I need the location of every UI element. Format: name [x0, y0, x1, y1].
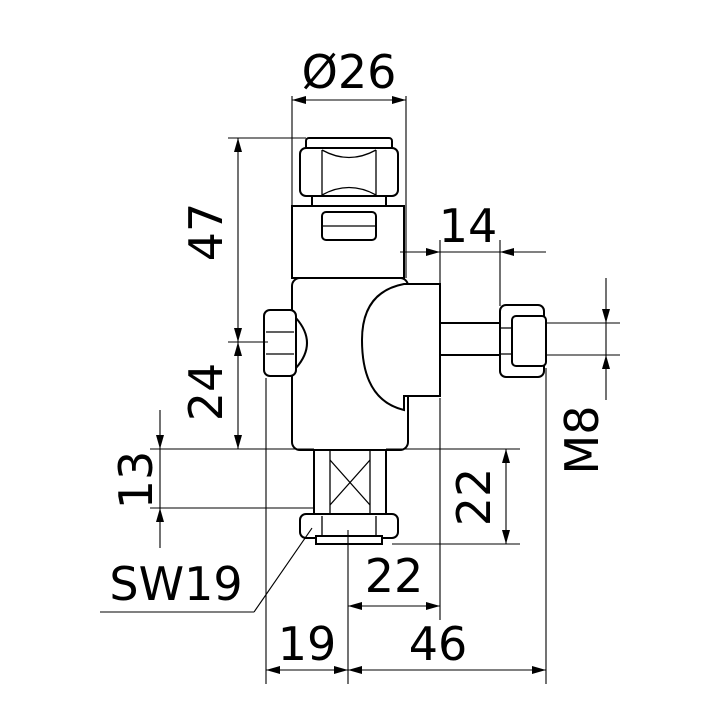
label-height-threaded: 22 — [447, 468, 501, 527]
top-neck — [311, 195, 387, 207]
top-hex-nut — [299, 147, 399, 197]
dimension-lines — [100, 96, 620, 684]
bottom-washer — [315, 535, 383, 545]
label-width-right: 46 — [409, 617, 468, 671]
label-thread: M8 — [555, 406, 609, 475]
label-height-lower: 24 — [179, 363, 233, 422]
label-wrench-size: SW19 — [109, 557, 242, 611]
side-bolt-tip — [511, 315, 547, 367]
label-height-nut: 13 — [109, 451, 163, 510]
label-height-total: 47 — [179, 203, 233, 262]
connector-part — [263, 137, 547, 545]
side-boss — [360, 283, 441, 412]
left-nut-dome — [295, 315, 308, 371]
label-width-bottom: 22 — [365, 549, 424, 603]
label-width-left: 19 — [278, 617, 337, 671]
left-nut — [263, 309, 297, 377]
dimension-labels: Ø26 47 24 13 SW19 19 46 22 14 M8 22 — [109, 45, 609, 671]
bottom-nut — [299, 513, 399, 539]
label-diameter: Ø26 — [302, 45, 397, 99]
label-offset-bolt: 14 — [439, 199, 498, 253]
side-bolt-shaft — [439, 322, 507, 356]
